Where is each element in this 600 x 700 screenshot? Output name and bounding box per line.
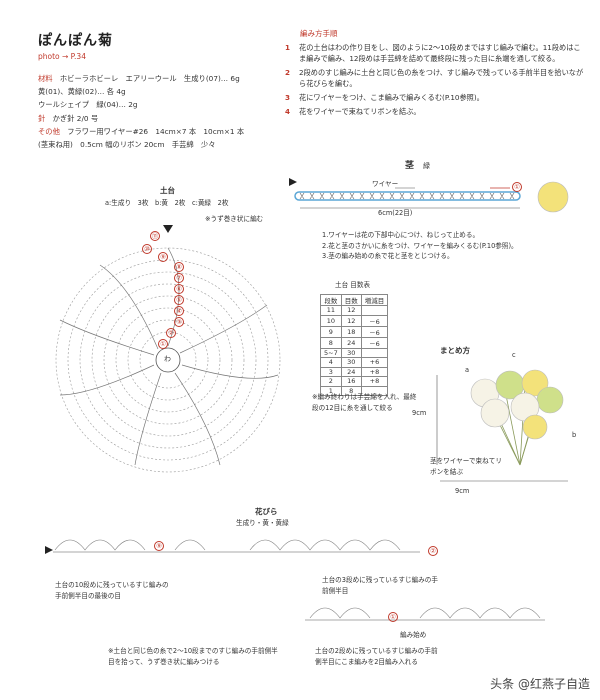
needle-line: 針 かぎ針 2/0 号 [38, 113, 99, 123]
other-line-1: その他 フラワー用ワイヤー#26 14cm×7 本 10cm×1 本 [38, 126, 245, 136]
stem-marker: ① [512, 182, 522, 192]
row-mark-6: ⑥ [174, 284, 184, 294]
assembly-diagram [436, 369, 564, 466]
materials-line-3: ウールシェイプ 緑(04)… 2g [38, 100, 138, 110]
stem-wire-label: ワイヤー [372, 180, 399, 188]
base-title: 土台 [160, 186, 175, 195]
petals-marker-9: ⑨ [154, 541, 164, 551]
stem-length: 6cm(22目) [378, 209, 413, 217]
count-table-title: 土台 目数表 [335, 281, 371, 289]
watermark-text: 头条 @红燕子自造 [490, 677, 590, 691]
assembly-height: 9cm [412, 409, 427, 417]
other-label: その他 [38, 126, 60, 136]
photo-reference: photo → P.34 [38, 52, 86, 61]
table-header-row: 段数目数増減目 [320, 294, 389, 306]
row-mark-9: ⑨ [158, 252, 168, 262]
petals-title: 花びら [255, 507, 278, 516]
petals-bottom-note: ※土台と同じ色の糸で2～10段までのすじ編みの手前側半目を拾って、うず巻き状に編… [108, 647, 278, 666]
stem-title: 茎 緑 [405, 161, 431, 171]
base-center-label: わ [164, 355, 171, 363]
base-chart-diagram [55, 225, 281, 473]
petals-row-lower [305, 607, 545, 621]
row-mark-8: ⑧ [174, 262, 184, 272]
petals-row-upper [45, 539, 420, 554]
pattern-title: ぽんぽん菊 [38, 33, 113, 49]
materials-line-2: 黄(01)、黄緑(02)… 各 4g [38, 87, 126, 97]
row-mark-1: ① [158, 339, 168, 349]
row-mark-10: ⑩ [142, 244, 152, 254]
assembly-width-line [440, 480, 568, 482]
row-mark-7: ⑦ [174, 273, 184, 283]
petals-note-row3: 土台の3段めに残っているすじ編みの手前側半目 [322, 576, 438, 595]
count-table-note: ※編み終わりは手芸綿を入れ、最終段の12目に糸を通して絞る [312, 393, 417, 412]
base-spiral-note: ※うず巻き状に編む [205, 215, 264, 223]
base-colors: a:生成り 3枚 b:黄 2枚 c:黄緑 2枚 [105, 199, 229, 207]
row-mark-2: ② [166, 328, 176, 338]
materials-line-1: 材料 ホビーラホビーレ エアリーウール 生成り(07)… 6g [38, 74, 240, 83]
instructions-title: 編み方手順 [300, 29, 338, 38]
petals-note-row10: 土台の10段めに残っているすじ編みの手前側半目の最後の目 [55, 581, 169, 600]
materials-section: 材料 ホビーラホビーレ エアリーウール 生成り(07)… 6g 黄(01)、黄緑… [38, 72, 244, 151]
petals-note-row2: 土台の2段めに残っているすじ編みの手前側半目にこま編みを2目編み入れる [315, 647, 438, 666]
needle-label: 針 [38, 113, 46, 123]
petals-start-label: 編み始め [400, 631, 427, 639]
assembly-label-c: c [512, 351, 516, 359]
row-mark-5: ⑤ [174, 295, 184, 305]
petals-subtitle: 生成り・黄・黄緑 [236, 519, 289, 527]
assembly-tie-note: 茎をワイヤーで束ねてリボンを結ぶ [430, 457, 502, 476]
stem-diagram [289, 178, 569, 213]
assembly-label-a: a [465, 366, 470, 374]
row-mark-4: ④ [174, 306, 184, 316]
petals-marker-2: ② [428, 546, 438, 556]
stem-notes: 1.ワイヤーは花の下部中心につけ、ねじって止める。 2.花と茎のさかいに糸をつけ… [322, 231, 518, 260]
assembly-width: 9cm [455, 487, 470, 495]
row-mark-11: ⑪ [150, 231, 160, 241]
materials-label: 材料 [38, 74, 53, 83]
row-mark-3: ③ [174, 317, 184, 327]
other-line-2: (茎束ね用) 0.5cm 幅のリボン 20cm 手芸綿 少々 [38, 140, 216, 150]
assembly-title: まとめ方 [440, 346, 470, 355]
assembly-label-b: b [572, 431, 577, 439]
petals-marker-1: ① [388, 612, 398, 622]
